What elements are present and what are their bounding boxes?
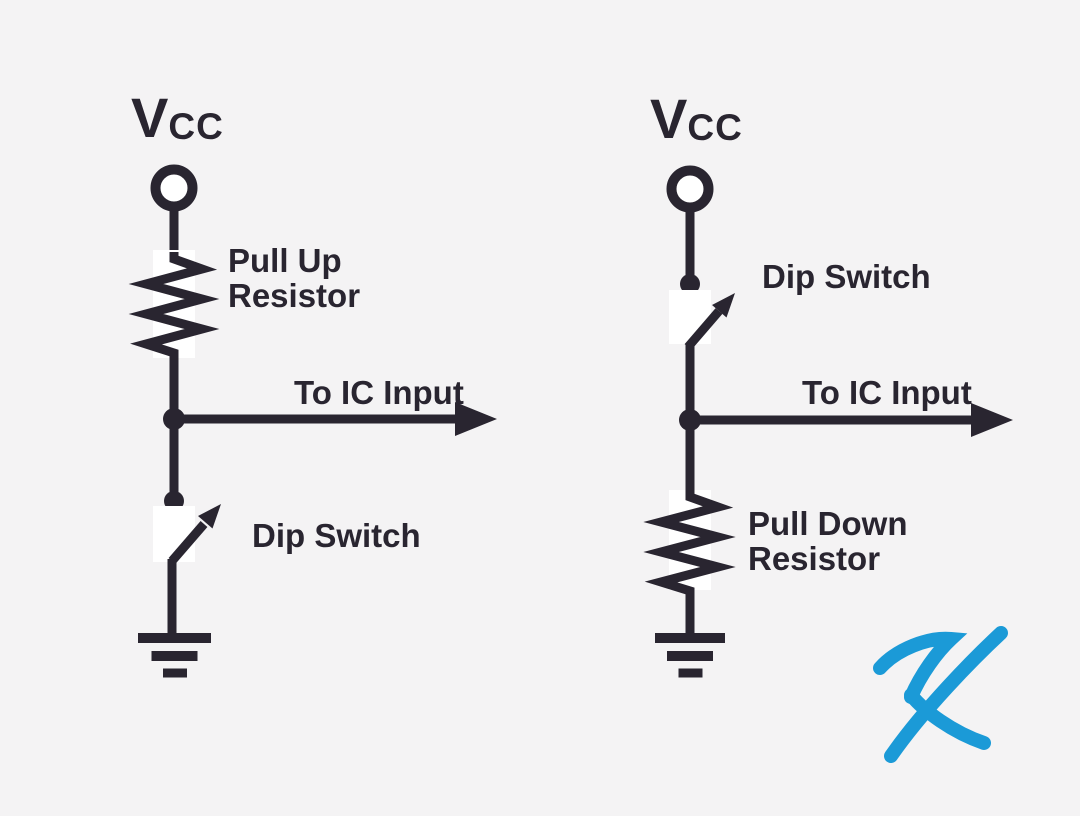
ground-symbol [655, 633, 725, 678]
to-ic-arrowhead [455, 402, 497, 436]
vcc-terminal-circle [150, 164, 198, 212]
k-signature-logo [873, 626, 1008, 763]
pull-up-line2: Resistor [228, 277, 361, 314]
pull-down-line2: Resistor [748, 540, 881, 577]
dip-switch-arrowhead [712, 293, 735, 318]
dip-switch-lever [168, 521, 208, 564]
k-top-arm-stroke [873, 631, 968, 704]
pull-down-line1: Pull Down [748, 505, 908, 542]
switch-contact-dot [680, 274, 700, 294]
pull-up-line1: Pull Up [228, 242, 342, 279]
left-circuit [128, 164, 497, 678]
left-vcc-label: VCC [131, 90, 224, 146]
pull-down-resistor-symbol [643, 490, 736, 596]
left-vcc-main: V [131, 86, 169, 149]
right-vcc-label: VCC [650, 91, 743, 147]
pull-up-resistor-symbol [128, 252, 220, 358]
right-vcc-main: V [650, 87, 688, 150]
dip-switch-arrowhead [198, 504, 221, 529]
k-leg-stroke [904, 688, 991, 750]
k-diagonal-stroke [884, 626, 1008, 763]
left-vcc-subscript: CC [168, 106, 224, 147]
right-vcc-subscript: CC [687, 107, 743, 148]
left-dip-switch-label: Dip Switch [252, 517, 421, 554]
right-circuit [643, 165, 1013, 678]
left-to-ic-input-label: To IC Input [294, 374, 464, 411]
vcc-terminal-circle [666, 165, 714, 213]
switch-highlight [669, 290, 711, 344]
ground-symbol [138, 633, 211, 678]
to-ic-arrowhead [971, 403, 1013, 437]
right-dip-switch-label: Dip Switch [762, 258, 931, 295]
right-to-ic-input-label: To IC Input [802, 374, 972, 411]
dip-switch-lever [684, 308, 723, 350]
